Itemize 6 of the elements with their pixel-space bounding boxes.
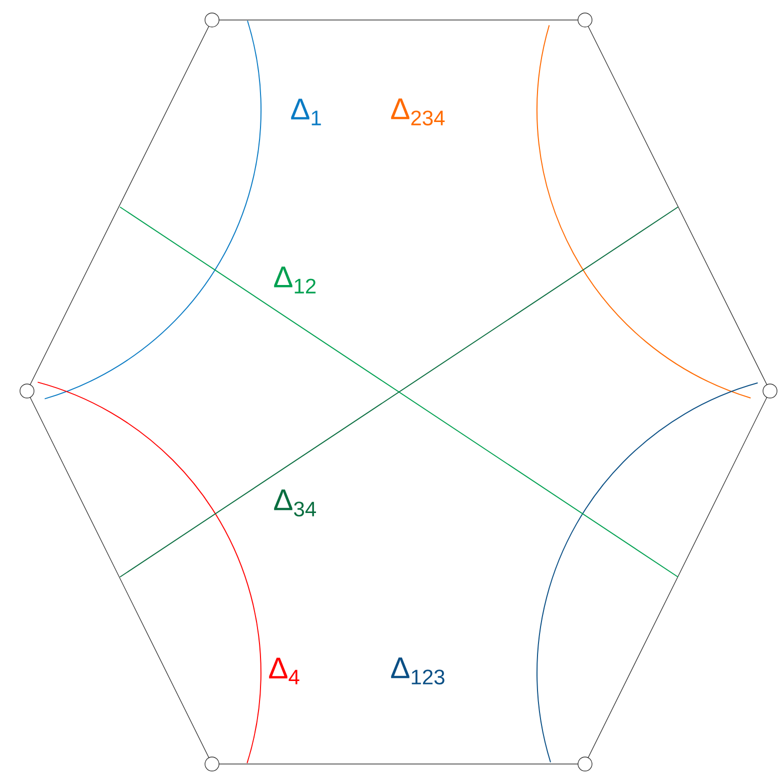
region-label: Δ$_{34}$ — [274, 490, 316, 516]
region-label: Δ$_{4}$ — [269, 658, 300, 684]
region-label: Δ$_{12}$ — [274, 266, 316, 294]
region-label: Δ$_{123}$ — [391, 658, 444, 684]
region-label: Δ$_{234}$ — [391, 98, 445, 126]
region-label: Δ$_{1}$ — [291, 98, 321, 126]
